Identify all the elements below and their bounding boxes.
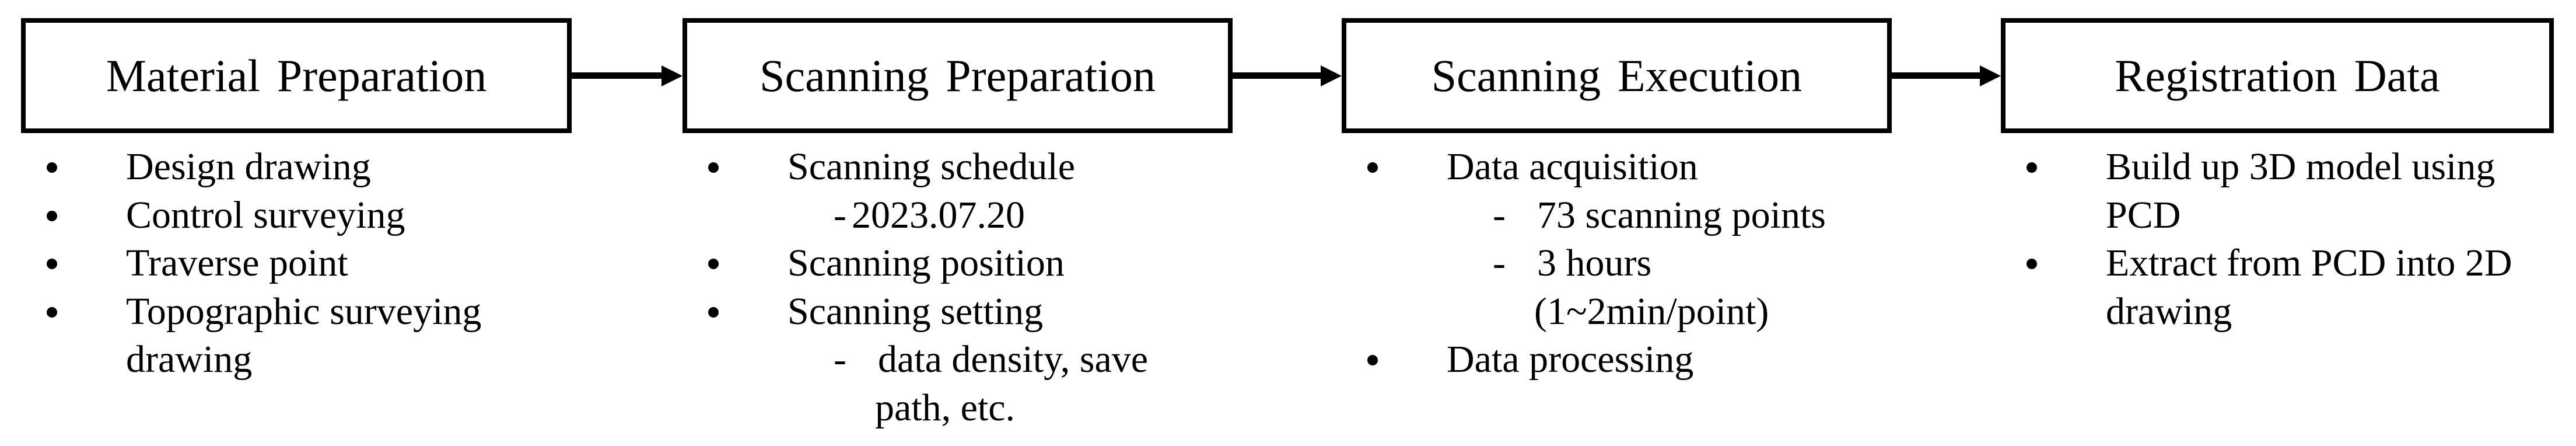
- item-text: data density, save: [878, 338, 1149, 381]
- list-item: Scanning setting: [682, 288, 1342, 336]
- stage-title: Scanning Preparation: [760, 50, 1156, 101]
- flow-arrow-3: [1892, 55, 2001, 97]
- list-item: Data acquisition: [1342, 143, 2001, 191]
- bullet-dot-icon: [47, 306, 57, 318]
- arrow-shaft: [572, 72, 663, 79]
- dash-marker: -: [834, 193, 846, 236]
- item-text: Scanning schedule: [788, 145, 1076, 188]
- arrow-shaft: [1892, 72, 1981, 79]
- item-text: PCD: [2106, 193, 2181, 236]
- list-item: -2023.07.20: [682, 191, 1342, 240]
- list-item: -73 scanning points: [1342, 191, 2001, 240]
- item-text: Topographic surveying: [126, 290, 482, 333]
- bullet-dot-icon: [47, 259, 57, 269]
- list-item: drawing: [2001, 288, 2576, 336]
- bullet-dot-icon: [708, 306, 719, 318]
- item-text: 73 scanning points: [1537, 193, 1826, 236]
- list-item: Scanning schedule: [682, 143, 1342, 191]
- bullet-dot-icon: [708, 162, 719, 173]
- list-item: -data density, save: [682, 336, 1342, 384]
- list-item: Control surveying: [21, 191, 680, 240]
- bullet-dot-icon: [47, 162, 57, 173]
- dash-marker: -: [834, 338, 846, 381]
- list-item: Data processing: [1342, 336, 2001, 384]
- item-text: Traverse point: [126, 242, 348, 284]
- arrow-head-icon: [1321, 65, 1342, 86]
- list-item: PCD: [2001, 191, 2576, 240]
- stage-title: Scanning Execution: [1431, 50, 1803, 101]
- item-text: Build up 3D model using: [2106, 145, 2496, 188]
- bullet-dot-icon: [2027, 162, 2037, 173]
- stage-box-scanning-execution: Scanning Execution: [1342, 18, 1892, 133]
- item-text: Scanning setting: [788, 290, 1044, 333]
- list-item: Scanning position: [682, 239, 1342, 288]
- flow-arrow-1: [572, 55, 682, 97]
- bullet-dot-icon: [1367, 355, 1378, 365]
- stage-box-scanning-preparation: Scanning Preparation: [682, 18, 1233, 133]
- stage-box-registration-data: Registration Data: [2001, 18, 2554, 133]
- list-item: -3 hours: [1342, 239, 2001, 288]
- item-text: Extract from PCD into 2D: [2106, 242, 2512, 284]
- item-text: Control surveying: [126, 193, 405, 236]
- flow-arrow-2: [1233, 55, 1342, 97]
- stage-title: Registration Data: [2115, 50, 2440, 101]
- item-text: Data processing: [1447, 338, 1694, 381]
- stage-box-material-preparation: Material Preparation: [21, 18, 572, 133]
- item-text: path, etc.: [875, 386, 1016, 429]
- item-text: (1~2min/point): [1534, 290, 1769, 333]
- bullet-dot-icon: [47, 210, 57, 221]
- item-text: drawing: [126, 338, 253, 381]
- bullet-dot-icon: [708, 259, 719, 269]
- item-text: 2023.07.20: [852, 193, 1025, 236]
- list-item: Extract from PCD into 2D: [2001, 239, 2576, 288]
- dash-marker: -: [1493, 193, 1506, 236]
- item-text: Design drawing: [126, 145, 371, 188]
- list-item: path, etc.: [682, 384, 1342, 433]
- dash-marker: -: [1493, 242, 1506, 284]
- list-item: drawing: [21, 336, 680, 384]
- list-item: Design drawing: [21, 143, 680, 191]
- stage-title: Material Preparation: [106, 50, 487, 101]
- item-text: Scanning position: [788, 242, 1065, 284]
- list-item: (1~2min/point): [1342, 288, 2001, 336]
- arrow-shaft: [1233, 72, 1322, 79]
- bullet-dot-icon: [1367, 162, 1378, 173]
- item-text: 3 hours: [1537, 242, 1652, 284]
- item-text: drawing: [2106, 290, 2232, 333]
- bullet-dot-icon: [2027, 259, 2037, 269]
- arrow-head-icon: [1980, 65, 2001, 86]
- item-text: Data acquisition: [1447, 145, 1698, 188]
- stage-list-scanning-execution: Data acquisition-73 scanning points-3 ho…: [1342, 143, 2001, 441]
- list-item: Build up 3D model using: [2001, 143, 2576, 191]
- list-item: Topographic surveying: [21, 288, 680, 336]
- list-item: Traverse point: [21, 239, 680, 288]
- arrow-head-icon: [662, 65, 682, 86]
